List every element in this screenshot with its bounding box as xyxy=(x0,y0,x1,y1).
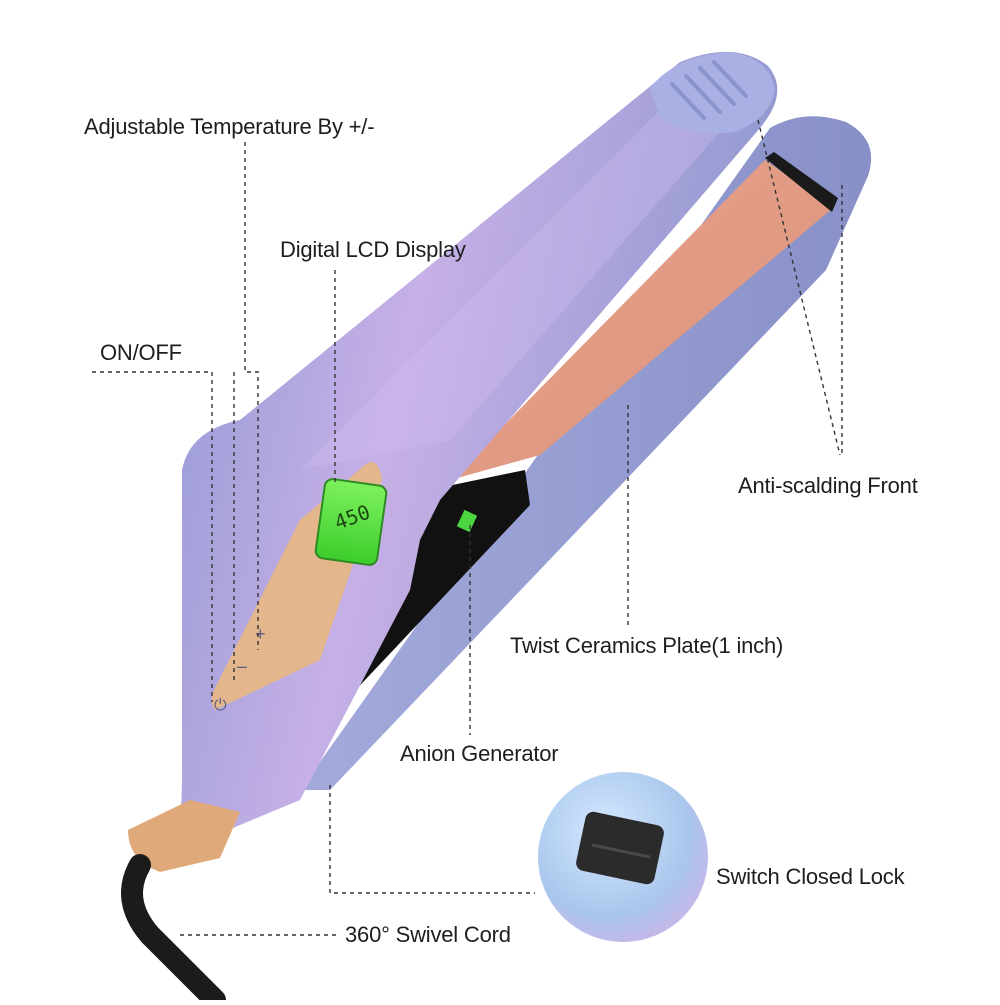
minus-button[interactable]: – xyxy=(237,656,247,676)
lcd-window xyxy=(314,478,388,566)
label-anion-generator: Anion Generator xyxy=(400,741,559,766)
main-body xyxy=(180,51,778,850)
power-button[interactable]: ⏻ xyxy=(214,697,227,714)
ceramic-plate xyxy=(450,160,833,480)
label-twist-plate: Twist Ceramics Plate(1 inch) xyxy=(510,633,784,658)
grip-ridges xyxy=(670,60,748,120)
label-anti-scalding: Anti-scalding Front xyxy=(738,473,918,498)
lock-switch-groove xyxy=(591,843,651,859)
plus-button[interactable]: + xyxy=(255,624,266,644)
label-on-off: ON/OFF xyxy=(100,340,182,365)
leader-lines xyxy=(92,119,843,936)
anion-light xyxy=(456,509,478,533)
handle-gold-band xyxy=(128,800,240,872)
swivel-cord xyxy=(121,854,226,1005)
label-swivel-cord: 360° Swivel Cord xyxy=(345,922,511,947)
anti-scalding-tip xyxy=(765,152,838,212)
lock-switch-icon xyxy=(576,811,664,885)
top-heat-pad xyxy=(650,52,775,134)
label-adjustable-temperature: Adjustable Temperature By +/- xyxy=(84,114,375,139)
label-switch-lock: Switch Closed Lock xyxy=(716,864,905,889)
body-highlight xyxy=(300,77,752,470)
label-digital-lcd: Digital LCD Display xyxy=(280,237,466,262)
